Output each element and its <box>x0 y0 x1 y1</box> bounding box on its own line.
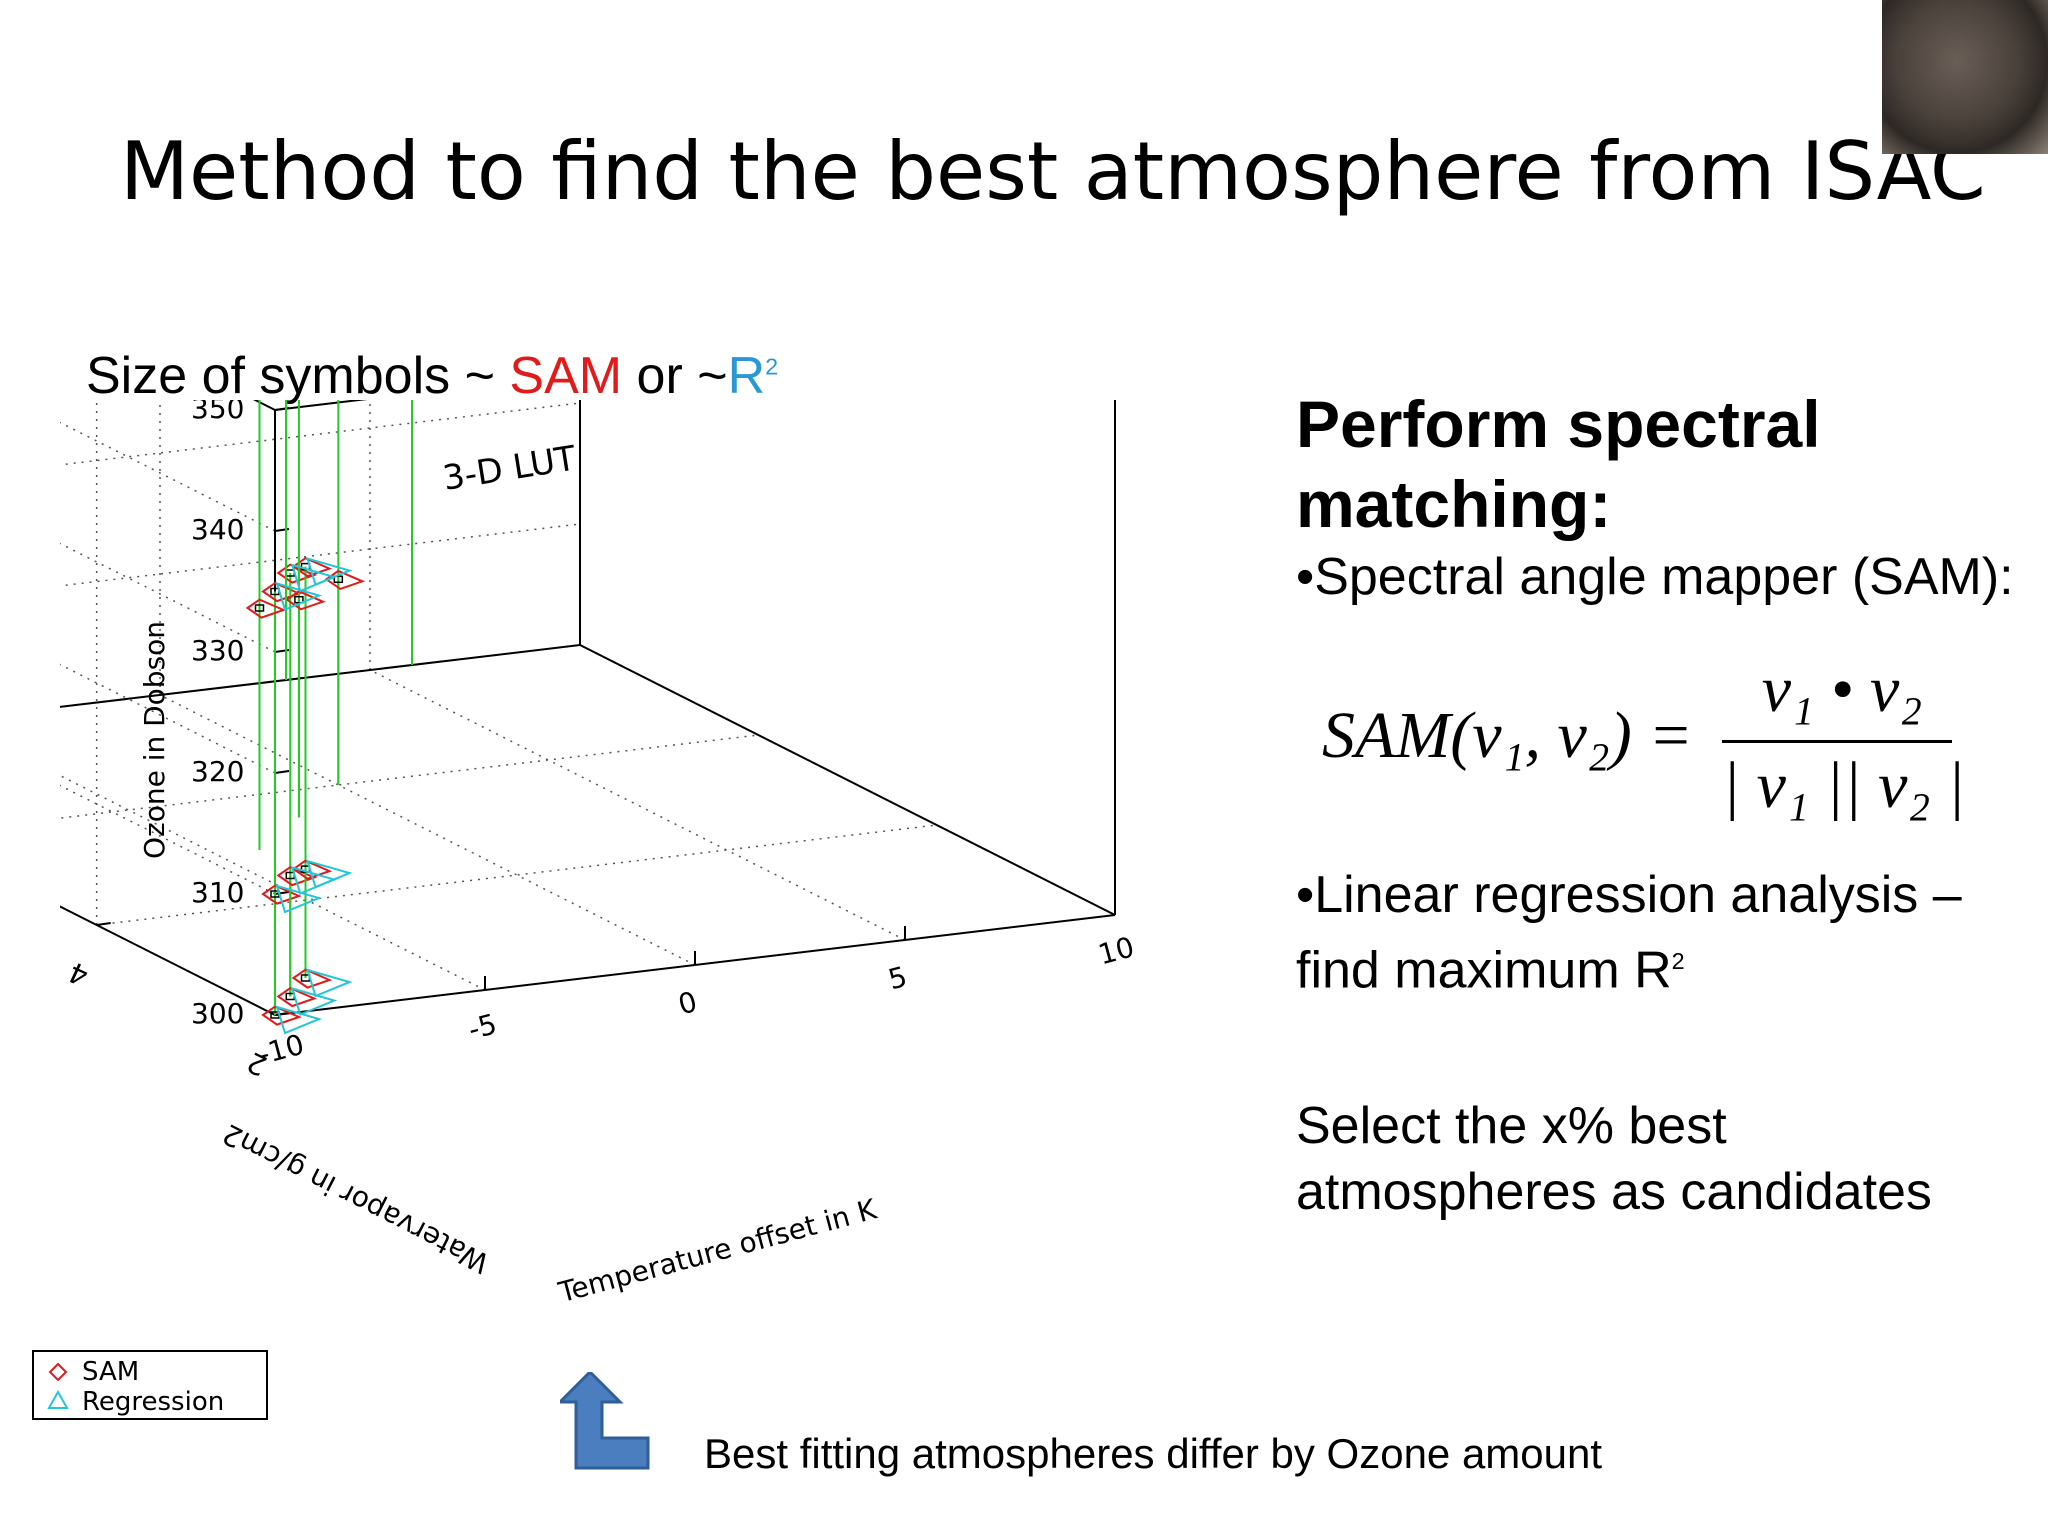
sam-diamond-marker <box>291 859 333 880</box>
bottom-caption: Best fitting atmospheres differ by Ozone… <box>704 1430 1603 1477</box>
sam-formula: SAM(v₁, v₂) = v₁ • v₂ | v₁ || v₂ | <box>1322 652 2036 832</box>
regression-triangle-marker <box>290 987 338 1016</box>
formula-fraction-bar <box>1722 740 1952 743</box>
sam-diamond-marker <box>276 986 318 1008</box>
gridline-z-back <box>60 402 581 466</box>
formula-lhs: SAM(v₁, v₂) = <box>1322 699 1693 772</box>
x-tick-label: 10 <box>1095 930 1138 971</box>
gridline-y-floor <box>60 734 759 819</box>
y-tick-label: 2 <box>242 1045 272 1082</box>
regression-triangle-marker <box>306 859 353 889</box>
chart-title: 3-D LUT <box>440 438 579 498</box>
note-prefix: Size of symbols ~ <box>86 347 510 405</box>
regression-bullet: •Linear regression analysis – find maxim… <box>1296 866 1962 1000</box>
sam-diamond-marker <box>324 569 366 591</box>
z-tick-label: 320 <box>191 755 244 788</box>
sam-diamond-marker <box>291 968 333 989</box>
chart-legend: SAM Regression <box>32 1350 268 1420</box>
note-r: R2 <box>727 347 779 405</box>
chart-grid <box>60 400 1116 1016</box>
sam-diamond-marker <box>285 590 326 611</box>
symbol-size-note: Size of symbols ~ SAM or ~R2 <box>86 346 778 406</box>
legend-regression-label: Regression <box>82 1387 224 1417</box>
regression-triangle-marker <box>275 582 323 611</box>
sam-diamond-marker <box>261 884 302 905</box>
chart-frame <box>60 400 1116 1016</box>
point-marker <box>333 575 344 584</box>
gridline-y-floor <box>96 824 937 926</box>
sam-diamond-marker <box>291 557 333 578</box>
formula-denominator: | v₁ || v₂ | <box>1722 749 1966 822</box>
regression-triangle-marker <box>306 968 353 998</box>
x-tick-label: 5 <box>885 960 911 996</box>
note-middle: or ~ <box>622 347 728 405</box>
coin-logo <box>1882 0 2048 154</box>
point-marker <box>254 604 265 612</box>
regression-triangle-marker <box>275 1005 323 1035</box>
z-tick <box>274 891 290 895</box>
gridline-x-floor <box>369 669 906 941</box>
y-tick-label: 4 <box>64 955 94 992</box>
z-tick-label: 340 <box>191 513 244 546</box>
z-tick-label: 330 <box>191 634 244 667</box>
z-axis-label: Ozone in Dobson <box>138 621 171 859</box>
z-tick-label: 300 <box>191 997 244 1030</box>
legend-sam-marker <box>48 1362 68 1382</box>
y-tick <box>274 1012 290 1016</box>
sam-bullet: •Spectral angle mapper (SAM): <box>1296 548 2014 606</box>
y-tick <box>96 922 111 926</box>
legend-sam-label: SAM <box>82 1357 139 1387</box>
legend-regression-marker <box>47 1389 69 1409</box>
matching-heading: Perform spectral matching: <box>1296 387 1821 541</box>
up-arrow-icon <box>560 1372 650 1470</box>
chart-frame-edge <box>60 644 581 708</box>
chart-frame-edge <box>579 644 1116 916</box>
gridline-z-back <box>60 523 581 587</box>
x-axis-label: Temperature offset in K <box>554 1192 880 1309</box>
sam-diamond-marker <box>245 598 287 619</box>
x-tick-label: -5 <box>465 1007 501 1046</box>
regression-triangle-marker <box>306 557 353 586</box>
sam-diamond-marker <box>276 865 318 887</box>
chart-frame-edge <box>274 400 368 411</box>
sam-diamond-marker <box>261 1005 302 1026</box>
z-tick <box>274 770 290 774</box>
x-tick-label: 0 <box>675 985 701 1021</box>
y-axis-label: Watervapor in g/cm2 <box>217 1117 494 1280</box>
note-sam: SAM <box>509 347 623 405</box>
gridline-x-floor <box>60 774 486 991</box>
z-tick-label: 350 <box>191 400 244 425</box>
formula-numerator: v₁ • v₂ <box>1761 653 1923 726</box>
page-title: Method to find the best atmosphere from … <box>120 125 1986 218</box>
regression-triangle-marker <box>275 884 323 914</box>
right-column: Perform spectral matching: •Spectral ang… <box>1296 384 2036 1225</box>
gridline-x-floor <box>159 694 696 966</box>
select-candidates-text: Select the x% best atmospheres as candid… <box>1296 1097 1932 1222</box>
chart-marks <box>245 400 413 1035</box>
z-tick-label: 310 <box>191 876 244 909</box>
chart-frame-edge <box>60 905 276 1016</box>
